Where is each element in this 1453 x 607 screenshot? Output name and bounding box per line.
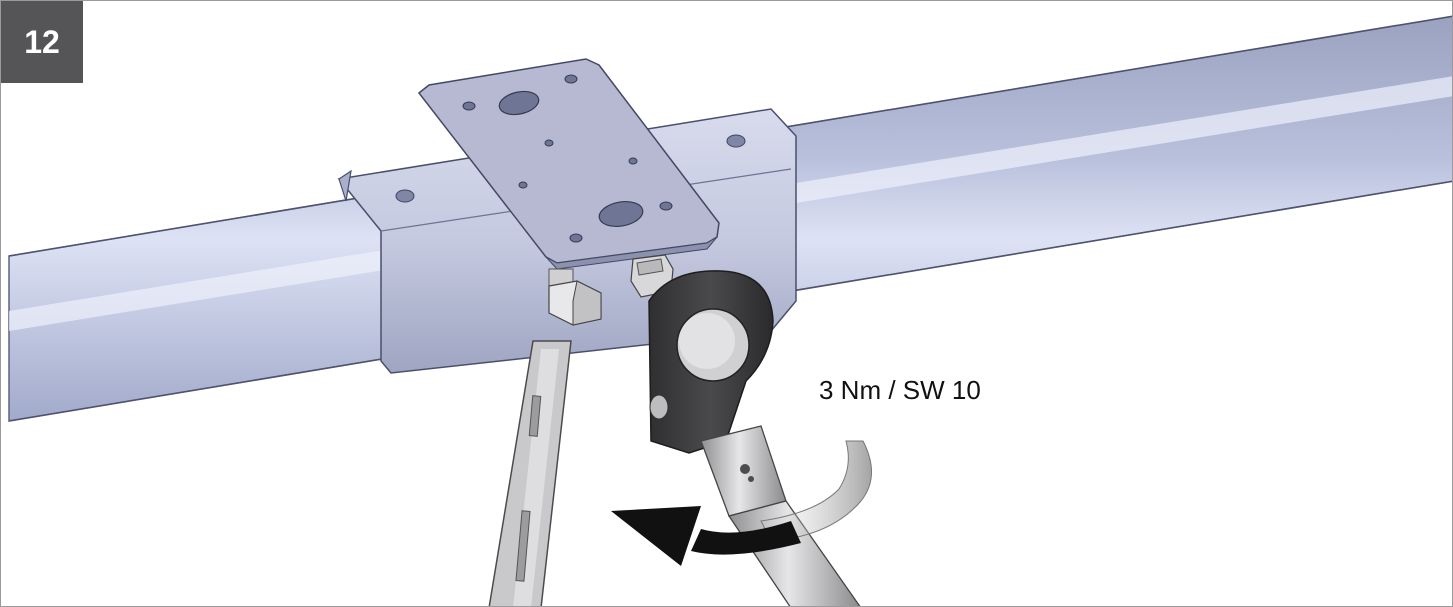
support-strap: [488, 340, 572, 606]
torque-annotation: 3 Nm / SW 10: [819, 375, 981, 405]
step-number-badge: 12: [1, 1, 83, 83]
rod-end-clevis: [648, 270, 774, 454]
curved-rotation-arrow-icon: [611, 440, 872, 566]
telescopic-pole: [700, 425, 861, 606]
hex-bolt-left: [548, 268, 602, 326]
mounting-plate: [417, 58, 720, 270]
